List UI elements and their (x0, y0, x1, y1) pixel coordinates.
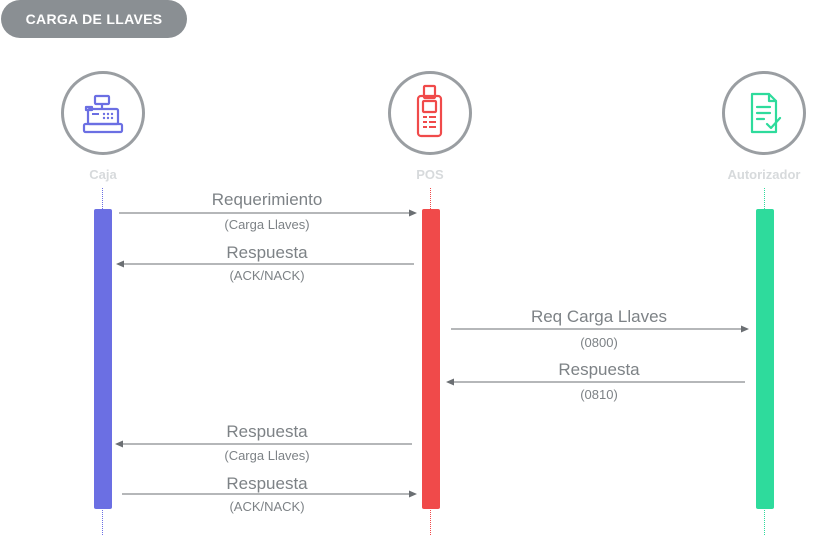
pos-terminal-icon (416, 84, 443, 138)
section-title-badge: CARGA DE LLAVES (1, 0, 187, 38)
actor-caja-label: Caja (89, 167, 117, 182)
message-1-sublabel: (Carga Llaves) (224, 217, 310, 232)
message-3-sublabel: (0800) (580, 335, 618, 350)
message-2-label: Respuesta (226, 243, 308, 262)
actor-pos-label: POS (416, 167, 444, 182)
message-5-sublabel: (Carga Llaves) (224, 448, 310, 463)
message-2-sublabel: (ACK/NACK) (229, 268, 305, 283)
document-check-icon (750, 92, 782, 134)
message-6-label: Respuesta (226, 474, 308, 493)
actor-autorizador-label: Autorizador (727, 167, 801, 182)
message-5-label: Respuesta (226, 422, 308, 441)
activation-pos (422, 209, 440, 509)
cash-register-icon (82, 94, 124, 134)
actor-autorizador-circle (722, 71, 806, 155)
message-6-sublabel: (ACK/NACK) (229, 499, 305, 514)
activation-caja (94, 209, 112, 509)
actor-caja-circle (61, 71, 145, 155)
message-4-label: Respuesta (558, 360, 640, 379)
activation-autorizador (756, 209, 774, 509)
message-3-label: Req Carga Llaves (530, 307, 668, 326)
message-1-label: Requerimiento (211, 190, 323, 209)
actor-pos-circle (388, 71, 472, 155)
message-4-sublabel: (0810) (580, 387, 618, 402)
